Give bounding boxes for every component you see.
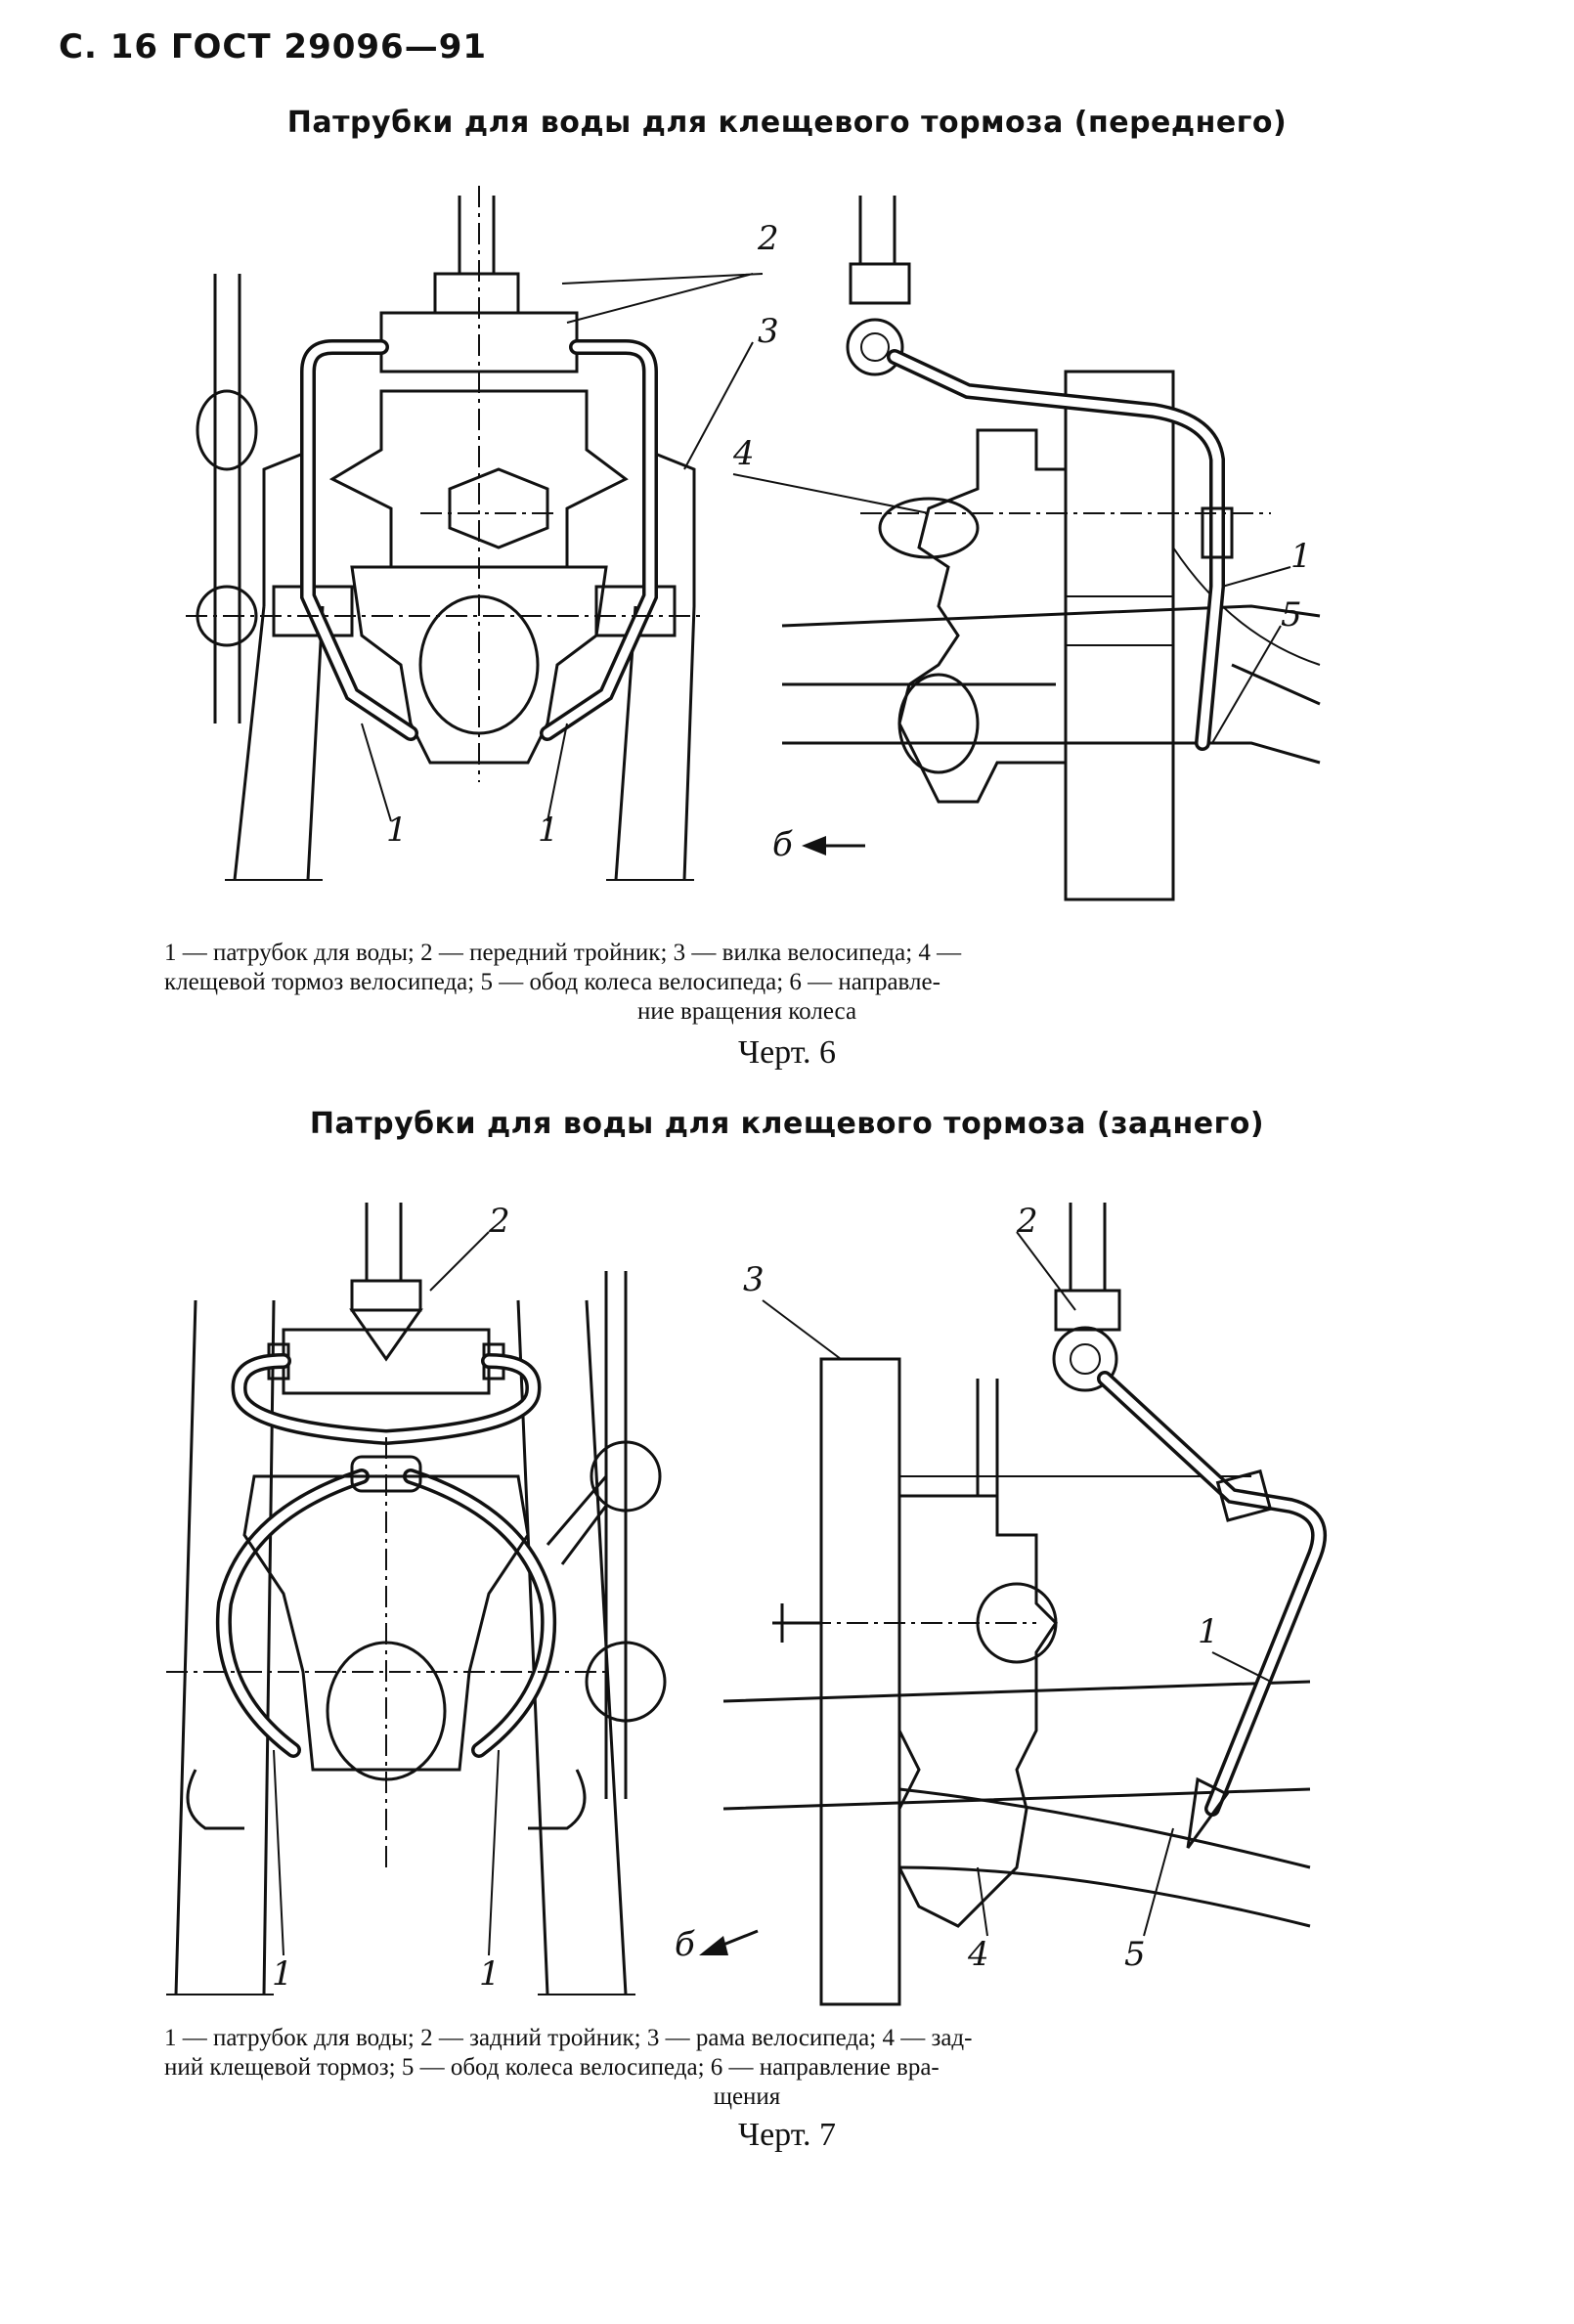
fig7-label-1-side: 1: [1198, 1612, 1219, 1651]
fig7-label-5: 5: [1124, 1935, 1146, 1974]
fig6-label-2: 2: [757, 219, 779, 258]
fig7-number: Черт. 7: [737, 2117, 837, 2153]
fig7-caption-line2: ний клещевой тормоз; 5 — обод колеса вел…: [164, 2054, 940, 2081]
fig6-label-1-right: 1: [538, 811, 559, 850]
fig6-label-5: 5: [1281, 595, 1302, 635]
fig7-caption-line3: щения: [713, 2083, 781, 2110]
fig6-label-4: 4: [732, 434, 755, 473]
fig7-heading: Патрубки для воды для клещевого тормоза …: [309, 1107, 1265, 1141]
fig6-front-view: [186, 186, 764, 881]
fig7-label-1-left: 1: [272, 1954, 293, 1994]
fig7-label-2-left: 2: [488, 1202, 510, 1241]
fig6-heading: Патрубки для воды для клещевого тормоза …: [286, 106, 1288, 140]
fig7-caption-line1: 1 — патрубок для воды; 2 — задний тройни…: [164, 2025, 973, 2051]
fig6-caption-line3: ние вращения колеса: [636, 998, 857, 1025]
fig6-caption: 1 — патрубок для воды; 2 — передний трой…: [164, 939, 1330, 1027]
fig7-side-view: [699, 1203, 1327, 2006]
fig6-caption-line1: 1 — патрубок для воды; 2 — передний трой…: [164, 940, 962, 966]
fig6-caption-line2: клещевой тормоз велосипеда; 5 — обод кол…: [164, 969, 940, 995]
fig6-side-view: [732, 196, 1321, 901]
fig6-drawing: 2 3 4 1 5 1 1 б: [0, 176, 1574, 919]
fig6-label-1-left: 1: [386, 811, 408, 850]
fig6-label-3: 3: [758, 312, 779, 351]
fig7-label-1-right: 1: [479, 1954, 501, 1994]
fig7-label-4: 4: [967, 1935, 989, 1974]
fig7-drawing: 2 2 3 1 1 1 4 5 б: [0, 1183, 1574, 2024]
page-header: С. 16 ГОСТ 29096—91: [59, 27, 488, 66]
fig7-label-2-right: 2: [1016, 1202, 1038, 1241]
fig6-number: Черт. 6: [737, 1034, 837, 1071]
fig6-label-1-side: 1: [1290, 537, 1312, 576]
fig7-label-3: 3: [743, 1260, 765, 1299]
fig6-label-6: б: [772, 825, 793, 864]
fig7-label-6: б: [675, 1925, 695, 1964]
fig7-caption: 1 — патрубок для воды; 2 — задний тройни…: [164, 2024, 1330, 2112]
fig7-front-view: [166, 1203, 667, 1995]
